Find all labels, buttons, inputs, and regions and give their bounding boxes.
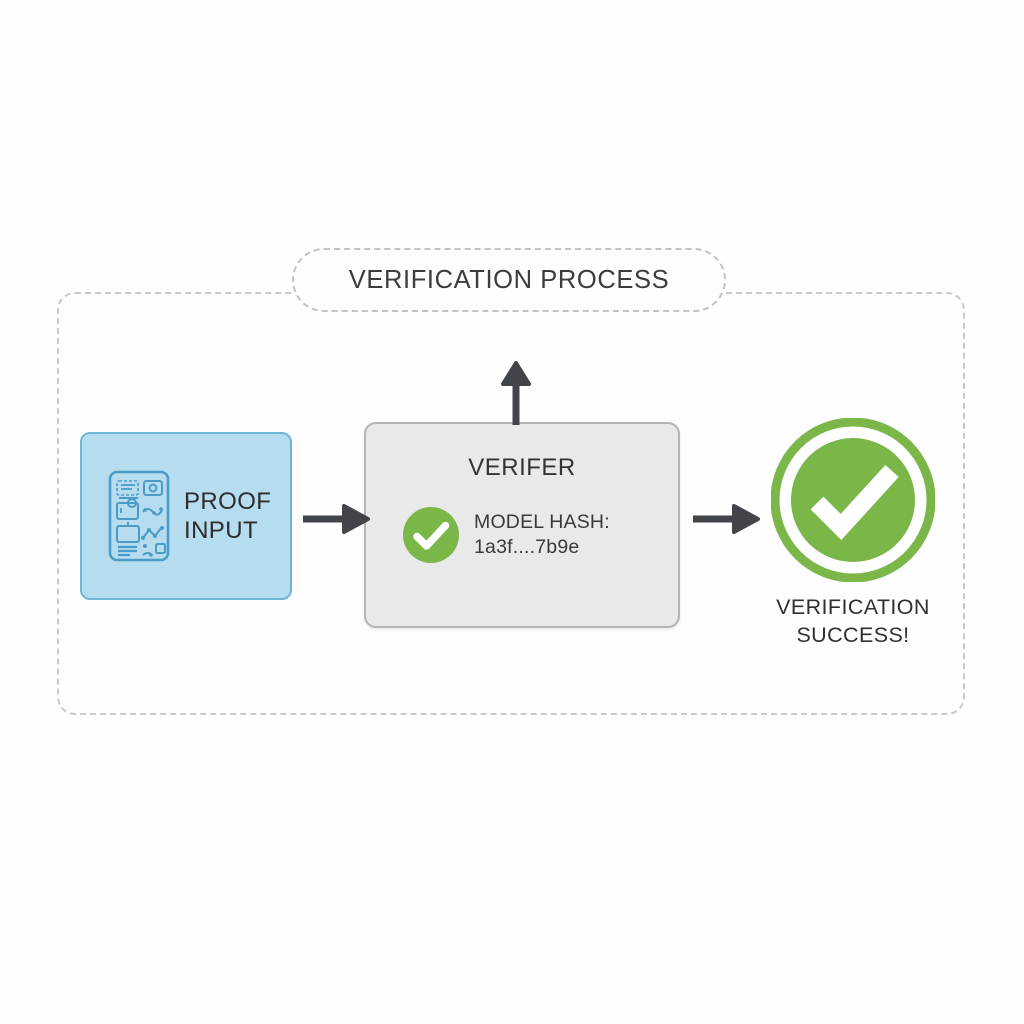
success-label-line2: SUCCESS!	[796, 622, 910, 647]
page-title: VERIFICATION PROCESS	[348, 265, 670, 294]
node-verification-success[interactable]: VERIFICATION SUCCESS!	[760, 418, 946, 668]
node-verifier[interactable]: VERIFER MODEL HASH: 1a3f....7b9e	[364, 422, 680, 628]
verifier-title: VERIFER	[468, 454, 576, 481]
proof-input-label-line2: INPUT	[184, 517, 258, 544]
document-data-icon	[108, 470, 170, 562]
verification-success-label: VERIFICATION SUCCESS!	[760, 594, 946, 649]
node-proof-input[interactable]: PROOF INPUT	[80, 432, 292, 600]
verifier-hash-block: MODEL HASH: 1a3f....7b9e	[474, 510, 610, 560]
arrow-verifier-output-up-icon	[501, 361, 531, 425]
success-check-badge-icon	[771, 418, 935, 582]
success-label-line1: VERIFICATION	[776, 595, 930, 619]
arrow-verifier-to-success-icon	[693, 504, 760, 534]
verifier-status-row: MODEL HASH: 1a3f....7b9e	[402, 506, 610, 564]
model-hash-value: 1a3f....7b9e	[474, 536, 580, 558]
arrow-proof-to-verifier-icon	[303, 504, 370, 534]
green-check-circle-icon	[403, 507, 459, 563]
node-proof-input-label: PROOF INPUT	[184, 487, 271, 546]
model-hash-label: MODEL HASH:	[474, 511, 610, 534]
diagram-title-badge: VERIFICATION PROCESS	[292, 248, 726, 312]
proof-input-label-line1: PROOF	[184, 487, 272, 515]
